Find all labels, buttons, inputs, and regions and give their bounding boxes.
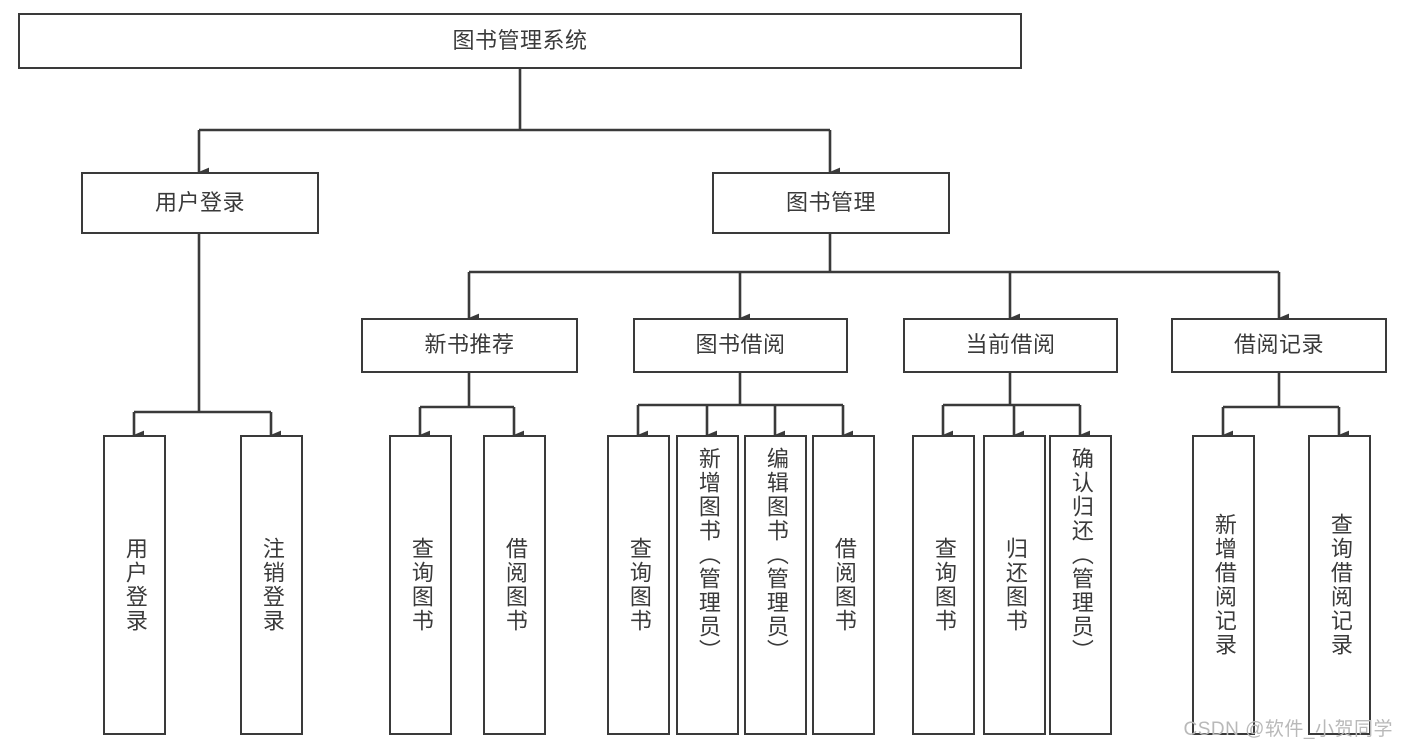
node-leaf-label: 查询借阅记录 [1327,513,1353,657]
node-leaf-label: 借阅图书 [831,537,857,633]
node-user-login[interactable]: 用户登录 [81,172,319,234]
node-leaf-label: 查询图书 [408,537,434,633]
node-borrow-record[interactable]: 借阅记录 [1171,318,1387,373]
node-leaf-label: 借阅图书 [502,537,528,633]
node-leaf-label: 查询图书 [931,537,957,633]
node-current-borrow-label: 当前借阅 [965,332,1056,358]
node-user-login-label: 用户登录 [154,189,245,215]
node-leaf-query-borrow-record[interactable]: 查询借阅记录 [1308,435,1371,735]
node-book-management[interactable]: 图书管理 [712,172,950,234]
node-leaf-query-book-borrow[interactable]: 查询图书 [607,435,670,735]
node-current-borrow[interactable]: 当前借阅 [903,318,1118,373]
node-book-borrow[interactable]: 图书借阅 [633,318,848,373]
node-root-label: 图书管理系统 [452,27,588,53]
node-leaf-label: 新增借阅记录 [1211,513,1237,657]
node-new-book-recommend-label: 新书推荐 [424,332,515,358]
node-leaf-edit-book-admin[interactable]: 编辑图书（管理员） [744,435,807,735]
node-leaf-logout-login[interactable]: 注销登录 [240,435,303,735]
node-leaf-query-book-current[interactable]: 查询图书 [912,435,975,735]
node-new-book-recommend[interactable]: 新书推荐 [361,318,578,373]
node-leaf-confirm-return-admin[interactable]: 确认归还（管理员） [1049,435,1112,735]
node-leaf-label: 归还图书 [1002,537,1028,633]
node-leaf-label: 用户登录 [122,537,148,633]
node-leaf-add-borrow-record[interactable]: 新增借阅记录 [1192,435,1255,735]
node-leaf-add-book-admin[interactable]: 新增图书（管理员） [676,435,739,735]
node-book-borrow-label: 图书借阅 [695,332,786,358]
node-leaf-label: 编辑图书（管理员） [763,447,789,663]
node-leaf-user-login[interactable]: 用户登录 [103,435,166,735]
node-book-management-label: 图书管理 [785,189,876,215]
csdn-watermark: CSDN @软件_小贺同学 [1183,719,1393,740]
node-leaf-return-book[interactable]: 归还图书 [983,435,1046,735]
node-leaf-label: 注销登录 [259,537,285,633]
node-leaf-query-book-recommend[interactable]: 查询图书 [389,435,452,735]
node-leaf-label: 查询图书 [626,537,652,633]
node-leaf-borrow-book[interactable]: 借阅图书 [812,435,875,735]
node-borrow-record-label: 借阅记录 [1233,332,1324,358]
node-leaf-borrow-book-recommend[interactable]: 借阅图书 [483,435,546,735]
node-leaf-label: 新增图书（管理员） [695,447,721,663]
node-leaf-label: 确认归还（管理员） [1068,447,1094,663]
node-root-system[interactable]: 图书管理系统 [18,13,1022,69]
